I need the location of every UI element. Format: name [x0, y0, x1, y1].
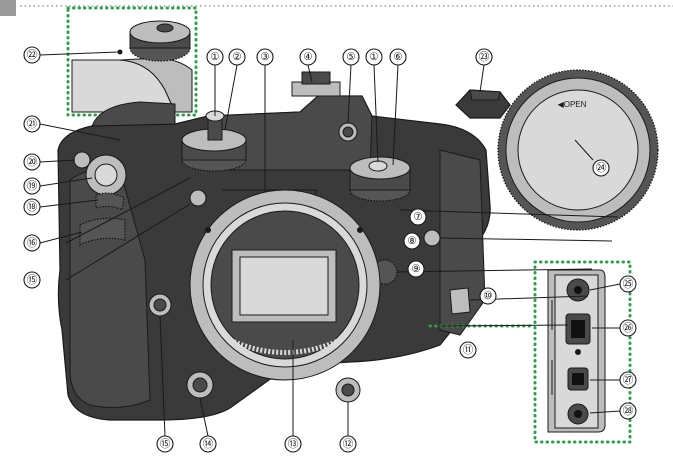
callout-13-label: ⑬ — [288, 438, 299, 450]
callout-4: ④ — [299, 48, 317, 66]
page-tab — [0, 0, 16, 16]
af-assist-lamp — [189, 189, 207, 207]
inset-dial-closeup — [66, 6, 198, 117]
callout-26-label: ㉕ — [623, 278, 634, 290]
callout-25-label: ㉔ — [596, 162, 607, 174]
callout-28: ㉗ — [619, 371, 637, 389]
callout-15-label: ⑮ — [160, 438, 171, 450]
leader-lines — [39, 51, 621, 437]
callout-14-label: ⑭ — [203, 438, 214, 450]
callout-8-label: ⑧ — [407, 235, 417, 247]
callout-19-label: ⑱ — [27, 201, 38, 213]
callout-29-label: ㉘ — [623, 405, 634, 417]
callout-1a-label: ① — [210, 51, 220, 63]
callout-20-label: ⑲ — [27, 180, 38, 192]
callout-21: ⑳ — [23, 153, 41, 171]
callout-9-label: ⑨ — [411, 263, 421, 275]
callout-2: ② — [228, 48, 246, 66]
callout-17: ⑯ — [23, 234, 41, 252]
callout-7-label: ⑦ — [413, 211, 423, 223]
strap-eyelet — [423, 229, 441, 247]
callout-1b-label: ① — [369, 51, 379, 63]
callout-24: ㉓ — [475, 48, 493, 66]
side-ports-inset — [533, 260, 632, 444]
callout-2-label: ② — [232, 51, 242, 63]
callout-1b: ① — [365, 48, 383, 66]
grip-controls — [73, 151, 127, 246]
callout-25: ㉔ — [592, 159, 610, 177]
hot-shoe-cover — [455, 89, 511, 119]
callout-7: ⑦ — [409, 208, 427, 226]
callout-23-label: ㉒ — [27, 49, 38, 61]
callout-29: ㉘ — [619, 402, 637, 420]
callout-16: ⑮ — [23, 271, 41, 289]
lens-mount — [189, 189, 381, 381]
callout-6: ⑥ — [389, 48, 407, 66]
callout-3-label: ③ — [260, 51, 270, 63]
callout-27-label: ㉖ — [623, 322, 634, 334]
callout-11-label: ⑪ — [463, 344, 474, 356]
callout-23: ㉒ — [23, 46, 41, 64]
callout-20: ⑲ — [23, 177, 41, 195]
callout-4-label: ④ — [303, 51, 313, 63]
body-cap-text: ◀OPEN — [558, 100, 587, 109]
callout-1a: ① — [206, 48, 224, 66]
callout-5-label: ⑤ — [346, 51, 356, 63]
callout-28-label: ㉗ — [623, 374, 634, 386]
callout-12: ⑫ — [339, 435, 357, 453]
callout-8: ⑧ — [403, 232, 421, 250]
left-top-dial — [181, 110, 247, 172]
callout-26: ㉕ — [619, 275, 637, 293]
callout-27: ㉖ — [619, 319, 637, 337]
side-latch — [449, 287, 471, 315]
callout-17-label: ⑯ — [27, 237, 38, 249]
callout-19: ⑱ — [23, 198, 41, 216]
callout-6-label: ⑥ — [393, 51, 403, 63]
callout-24-label: ㉓ — [479, 51, 490, 63]
camera-body — [57, 71, 491, 421]
callout-21-label: ⑳ — [27, 156, 38, 168]
callout-3: ③ — [256, 48, 274, 66]
body-cap: ◀OPEN — [497, 69, 659, 231]
callout-15: ⑮ — [156, 435, 174, 453]
callout-10: ⑩ — [479, 287, 497, 305]
callout-9: ⑨ — [407, 260, 425, 278]
callout-5: ⑤ — [342, 48, 360, 66]
callout-22-label: ㉑ — [27, 118, 38, 130]
callout-14: ⑭ — [199, 435, 217, 453]
callout-12-label: ⑫ — [343, 438, 354, 450]
callout-11: ⑪ — [459, 341, 477, 359]
right-top-dial — [338, 122, 411, 202]
callout-16-label: ⑮ — [27, 274, 38, 286]
callout-10-label: ⑩ — [483, 290, 493, 302]
callout-13: ⑬ — [284, 435, 302, 453]
callout-22: ㉑ — [23, 115, 41, 133]
